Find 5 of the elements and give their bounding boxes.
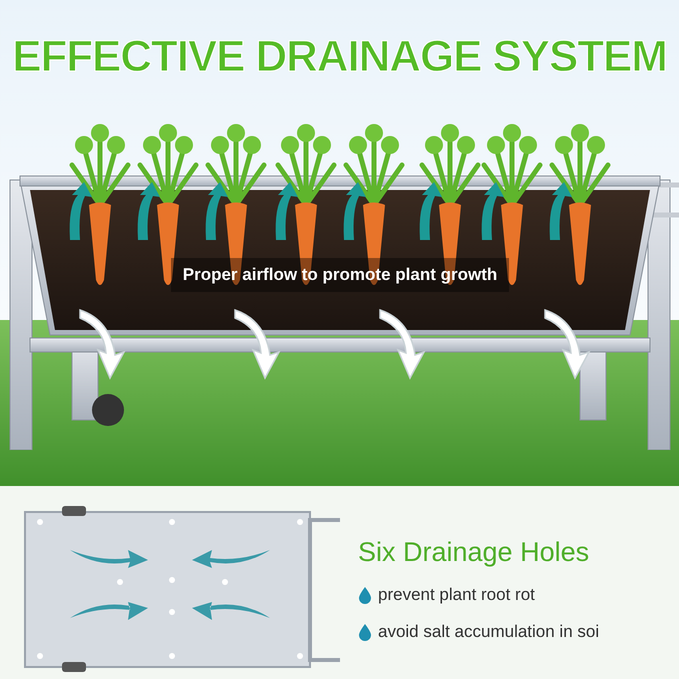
bullet-text: avoid salt accumulation in soi <box>378 621 600 644</box>
bullet-text: prevent plant root rot <box>378 584 535 606</box>
section-heading: Six Drainage Holes <box>358 536 590 569</box>
title: EFFECTIVE DRAINAGE SYSTEM <box>11 31 668 83</box>
airflow-caption: Proper airflow to promote plant growth <box>170 258 510 292</box>
